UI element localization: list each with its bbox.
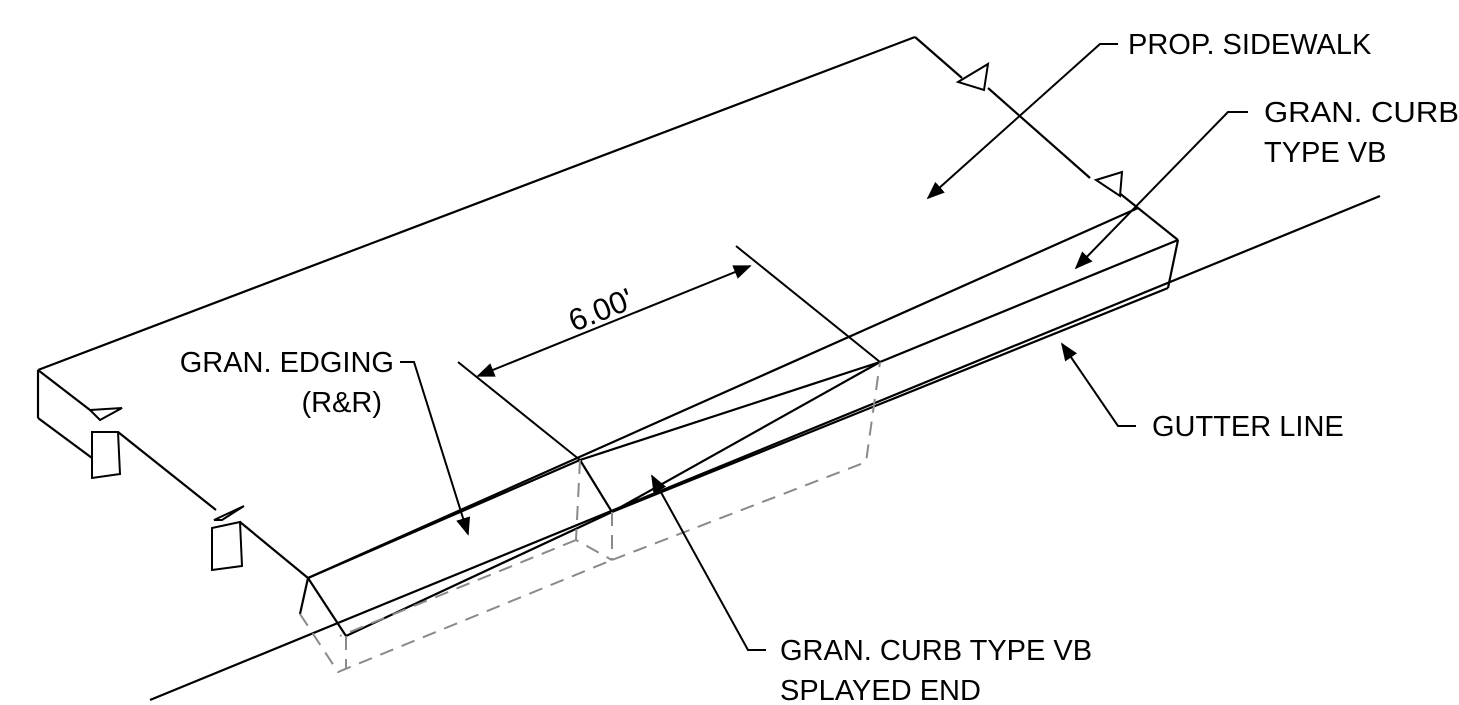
labels: PROP. SIDEWALK GRAN. CURB TYPE VB GRAN. … <box>180 29 1459 705</box>
label-prop-sidewalk: PROP. SIDEWALK <box>1128 29 1372 61</box>
gutter-line <box>149 194 1381 702</box>
break-symbols <box>87 62 1124 572</box>
label-gutter-line: GUTTER LINE <box>1152 411 1344 443</box>
label-gran-curb-line1: GRAN. CURB <box>1264 97 1459 129</box>
hidden-lines <box>299 361 881 674</box>
label-gran-curb-line2: TYPE VB <box>1264 137 1387 169</box>
curb-body <box>298 207 1180 637</box>
sidewalk-slab <box>36 35 1139 580</box>
leaders <box>400 43 1248 651</box>
dimension-value: 6.00' <box>564 281 639 338</box>
label-gran-edging-line2: (R&R) <box>301 387 382 419</box>
label-splayed-line2: SPLAYED END <box>780 675 981 705</box>
label-splayed-line1: GRAN. CURB TYPE VB <box>780 635 1092 667</box>
label-gran-edging-line1: GRAN. EDGING <box>180 347 394 379</box>
